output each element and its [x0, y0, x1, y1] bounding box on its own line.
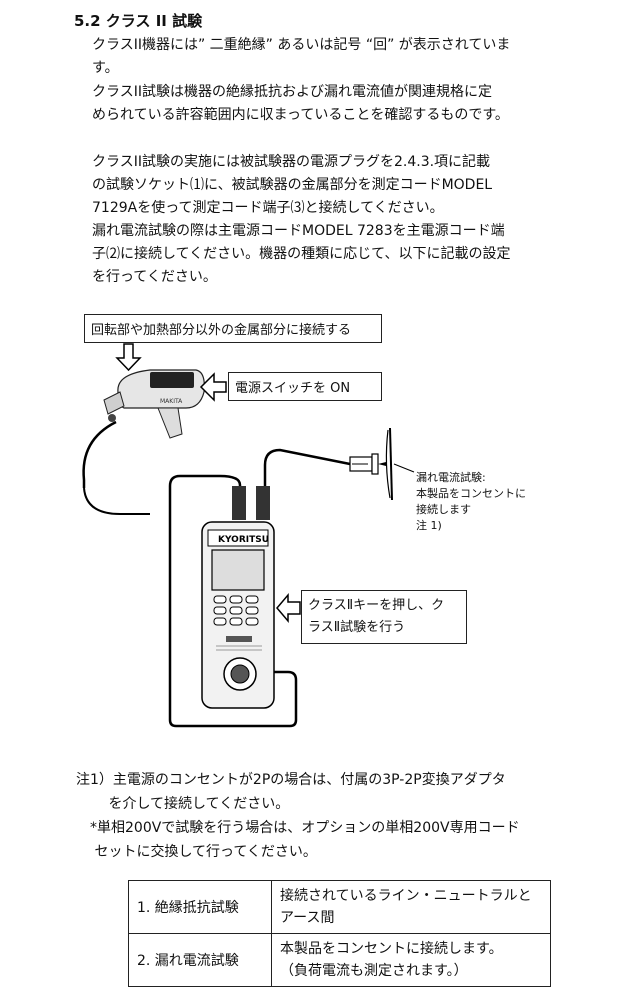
tester-device: KYORITSU — [201, 486, 275, 709]
desc-line: 本製品をコンセントに接続します。 — [280, 941, 503, 957]
section-heading: 5.2 クラス II 試験 — [74, 12, 203, 30]
para-line: クラスII試験は機器の絶縁抵抗および漏れ電流値が関連規格に定 — [92, 84, 492, 100]
para-line: クラスII機器には” 二重絶縁” あるいは記号 “回” が表示されていま — [92, 37, 511, 53]
para-line: す。 — [92, 60, 119, 76]
para-line: の試験ソケット⑴に、被試験器の金属部分を測定コードMODEL — [92, 177, 493, 193]
note-line: 接続します — [416, 503, 471, 516]
desc-line: 接続されているライン・ニュートラルと — [280, 888, 532, 904]
callout-line: クラスⅡキーを押し、ク — [308, 598, 445, 613]
footnote-line: セットに交換して行ってください。 — [76, 844, 317, 860]
footnote-line: *単相200Vで試験を行う場合は、オプションの単相200V専用コード — [76, 820, 520, 836]
desc-line: （負荷電流も測定されます。） — [280, 963, 468, 979]
brand-label: KYORITSU — [218, 535, 269, 545]
para-line: 子⑵に接続してください。機器の種類に応じて、以下に記載の設定 — [92, 246, 511, 262]
left-arrow-icon — [276, 592, 301, 624]
test-desc-cell: 本製品をコンセントに接続します。 （負荷電流も測定されます。） — [271, 933, 551, 987]
purpose-paragraph: クラスII試験は機器の絶縁抵抗および漏れ電流値が関連規格に定 められている許容範… — [92, 81, 572, 127]
leader-line — [393, 463, 415, 473]
test-name-cell: 2. 漏れ電流試験 — [128, 933, 272, 987]
dryer-brand-label: MAKITA — [160, 398, 183, 405]
table-row: 2. 漏れ電流試験 本製品をコンセントに接続します。 （負荷電流も測定されます。… — [128, 933, 551, 987]
heat-gun-icon: MAKITA — [103, 369, 205, 439]
desc-line: アース間 — [280, 910, 335, 926]
down-arrow-icon — [115, 343, 142, 372]
footnote-line: を介して接続してください。 — [76, 796, 290, 812]
probe-cable — [82, 420, 117, 488]
note-line: 漏れ電流試験: — [416, 471, 486, 484]
test-name-cell: 1. 絶縁抵抗試験 — [128, 880, 272, 934]
para-line: クラスII試験の実施には被試験器の電源プラグを2.4.3.項に記載 — [92, 154, 491, 170]
callout-metal-part: 回転部や加熱部分以外の金属部分に接続する — [84, 314, 382, 343]
para-line: を行ってください。 — [92, 269, 217, 285]
table-row: 1. 絶縁抵抗試験 接続されているライン・ニュートラルと アース間 — [128, 880, 551, 934]
para-line: 漏れ電流試験の際は主電源コードMODEL 7283を主電源コード端 — [92, 223, 505, 239]
callout-line: ラスⅡ試験を行う — [308, 620, 406, 635]
test-desc-cell: 接続されているライン・ニュートラルと アース間 — [271, 880, 551, 934]
para-line: められている許容範囲内に収まっていることを確認するものです。 — [92, 107, 509, 123]
callout-class2-key: クラスⅡキーを押し、ク ラスⅡ試験を行う — [301, 590, 467, 644]
intro-paragraph: クラスII機器には” 二重絶縁” あるいは記号 “回” が表示されていま す。 — [92, 34, 572, 80]
footnote: 注1）主電源のコンセントが2Pの場合は、付属の3P-2P変換アダプタ を介して接… — [76, 768, 576, 864]
probe-lead — [83, 487, 150, 515]
keypad — [213, 595, 259, 626]
footnote-line: 注1）主電源のコンセントが2Pの場合は、付属の3P-2P変換アダプタ — [76, 772, 506, 788]
procedure-paragraph: クラスII試験の実施には被試験器の電源プラグを2.4.3.項に記載 の試験ソケッ… — [92, 151, 572, 289]
note-line: 本製品をコンセントに — [416, 487, 526, 500]
note-line: 注 1) — [416, 519, 442, 532]
para-line: 7129Aを使って測定コード端子⑶と接続してください。 — [92, 200, 444, 216]
test-summary-table: 1. 絶縁抵抗試験 接続されているライン・ニュートラルと アース間 2. 漏れ電… — [128, 880, 551, 987]
leak-test-note: 漏れ電流試験: 本製品をコンセントに 接続します 注 1) — [416, 470, 526, 534]
callout-power-switch: 電源スイッチを ON — [228, 372, 382, 401]
lcd-screen — [211, 549, 265, 591]
left-arrow-icon — [199, 372, 227, 402]
wall-socket-icon — [349, 427, 393, 501]
metal-lead-cable — [168, 474, 298, 728]
mains-cord — [263, 448, 351, 492]
connection-diagram: MAKITA KYORITSU — [82, 343, 415, 728]
